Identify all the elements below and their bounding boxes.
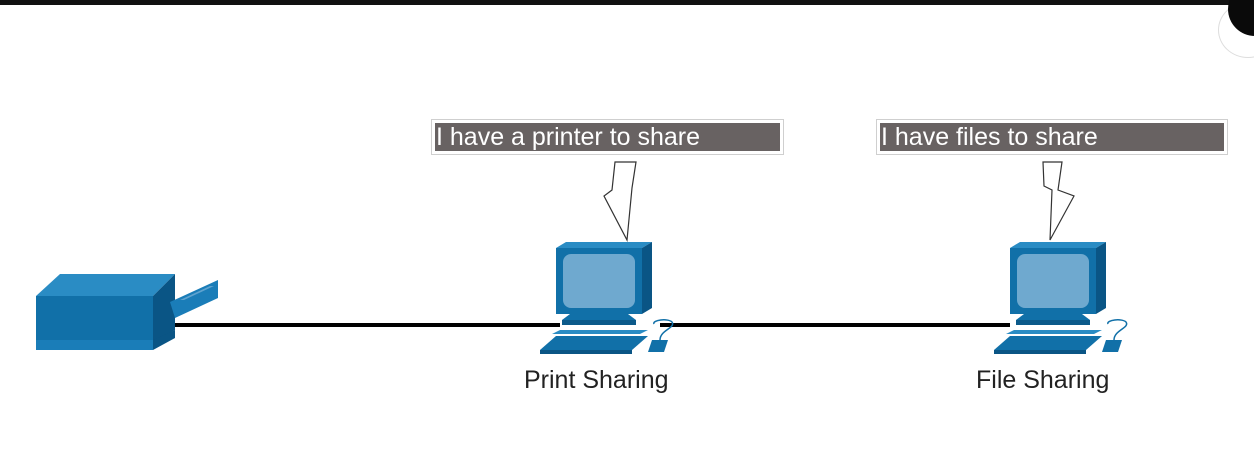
callout-file-text: I have files to share	[881, 123, 1098, 151]
top-border-bar	[0, 0, 1254, 5]
printer-icon[interactable]	[36, 274, 218, 350]
node-label-file-sharing: File Sharing	[976, 366, 1110, 394]
callout-pointer-print	[603, 161, 637, 243]
computer-icon-print-sharing[interactable]	[540, 242, 674, 354]
callout-print-sharing: I have a printer to share	[431, 119, 784, 155]
computer-icon-file-sharing[interactable]	[994, 242, 1128, 354]
callout-file-sharing: I have files to share	[876, 119, 1228, 155]
callout-print-text: I have a printer to share	[436, 123, 701, 151]
callout-pointer-file	[1042, 161, 1075, 241]
node-label-print-sharing: Print Sharing	[524, 366, 669, 394]
